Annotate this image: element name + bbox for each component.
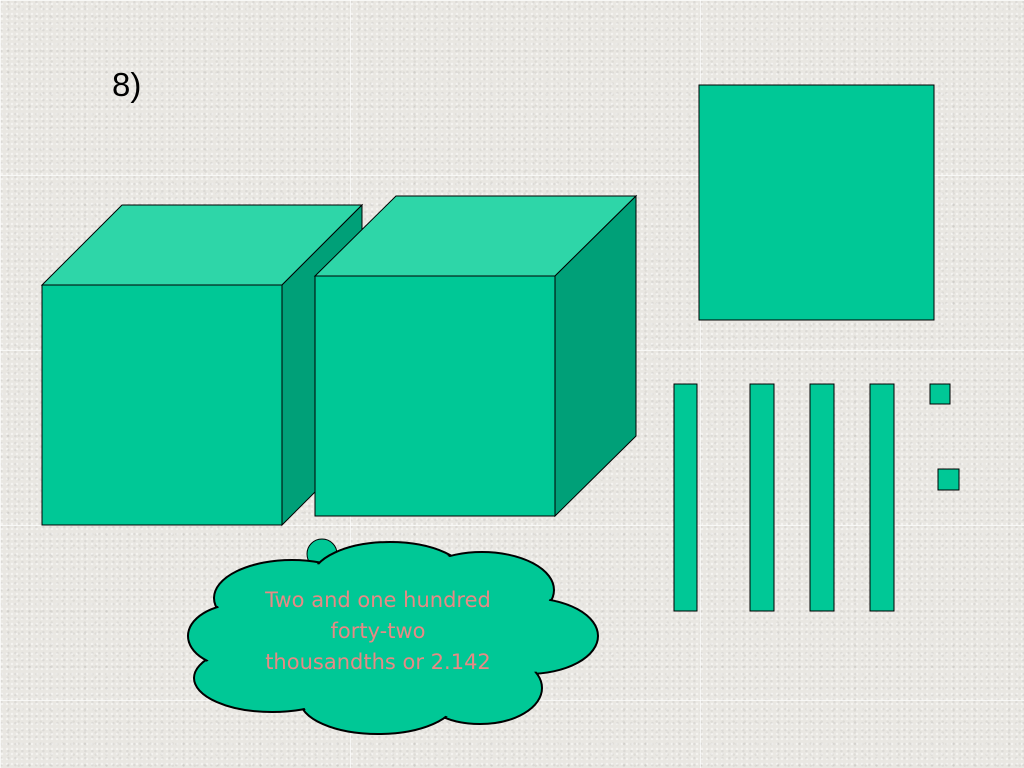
tenths-flat xyxy=(698,84,935,321)
thought-bubble-caption: Two and one hundred forty-two thousandth… xyxy=(265,588,491,674)
problem-number: 8) xyxy=(112,66,142,103)
ones-cube-1 xyxy=(40,203,364,527)
hundredths-rod-2 xyxy=(749,383,775,612)
ones-cube-2 xyxy=(313,194,638,518)
thousandths-unit-1 xyxy=(929,383,951,405)
hundredths-rod-3 xyxy=(809,383,835,612)
thought-cloud xyxy=(187,541,599,735)
thousandths-unit-2 xyxy=(937,468,960,491)
hundredths-rod-1 xyxy=(673,383,698,612)
hundredths-rod-4 xyxy=(869,383,895,612)
